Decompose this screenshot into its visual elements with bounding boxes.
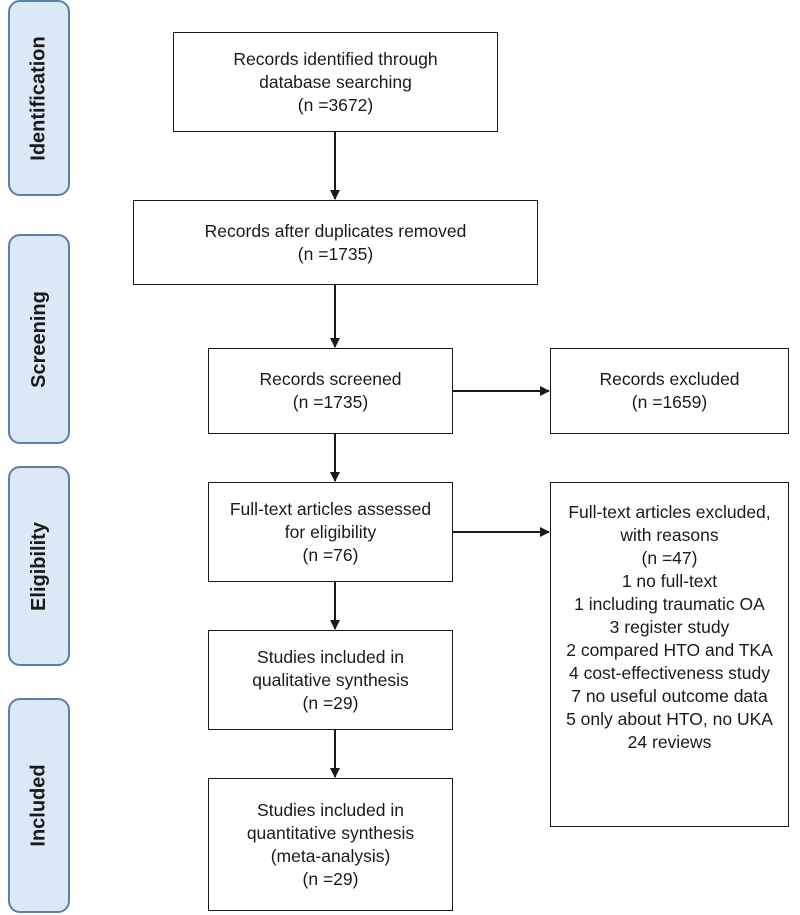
box-duplicates-removed: Records after duplicates removed (n =173… xyxy=(133,200,538,285)
box-fulltext-assessed: Full-text articles assessed for eligibil… xyxy=(208,482,453,582)
text-line: 5 only about HTO, no UKA xyxy=(566,709,773,729)
phase-screening: Screening xyxy=(8,234,70,444)
text-line: Records excluded xyxy=(599,369,740,389)
text-line: 24 reviews xyxy=(627,732,712,752)
text-line: quantitative synthesis xyxy=(246,822,415,843)
box-fulltext-excluded: Full-text articles excluded, with reason… xyxy=(550,482,789,827)
text-line: Records after duplicates removed xyxy=(204,220,467,241)
text-line: (n =47) xyxy=(641,548,698,568)
box-quantitative-synthesis: Studies included in quantitative synthes… xyxy=(208,778,453,911)
text-line: with reasons xyxy=(620,525,719,545)
text-line: Records screened xyxy=(259,369,402,389)
text-line: (n =1735) xyxy=(297,243,374,264)
text-line: 1 no full-text xyxy=(621,571,718,591)
prisma-flow-diagram: Identification Screening Eligibility Inc… xyxy=(8,0,800,915)
text-line: (n =29) xyxy=(302,868,359,889)
phase-included-label: Included xyxy=(27,764,50,847)
text-line: for eligibility xyxy=(284,521,377,542)
text-line: (n =76) xyxy=(302,544,359,565)
text-line: 1 including traumatic OA xyxy=(574,594,765,614)
text-line: 4 cost-effectiveness study xyxy=(568,663,771,683)
text-line: Studies included in xyxy=(257,799,404,820)
text-line: (n =1735) xyxy=(292,392,369,412)
text-line: Records identified through xyxy=(233,48,438,69)
text-line: database searching xyxy=(259,71,412,92)
phase-eligibility: Eligibility xyxy=(8,466,70,666)
text-line: 3 register study xyxy=(609,617,730,637)
phase-eligibility-label: Eligibility xyxy=(27,521,50,611)
text-line: Full-text articles excluded, xyxy=(568,502,771,522)
text-line: 7 no useful outcome data xyxy=(571,686,768,706)
phase-identification-label: Identification xyxy=(27,35,50,161)
phase-identification: Identification xyxy=(8,0,70,196)
box-records-identified: Records identified through database sear… xyxy=(173,32,498,132)
text-line: (n =29) xyxy=(302,692,359,713)
text-line: (n =3672) xyxy=(297,94,374,115)
text-line: Studies included in xyxy=(257,646,404,667)
box-qualitative-synthesis: Studies included in qualitative synthesi… xyxy=(208,630,453,730)
box-records-excluded: Records excluded (n =1659) xyxy=(550,348,789,434)
text-line: (n =1659) xyxy=(631,392,708,412)
phase-screening-label: Screening xyxy=(27,290,50,388)
text-line: 2 compared HTO and TKA xyxy=(566,640,773,660)
box-records-screened: Records screened (n =1735) xyxy=(208,348,453,434)
text-line: Full-text articles assessed xyxy=(229,498,432,519)
phase-included: Included xyxy=(8,698,70,913)
text-line: qualitative synthesis xyxy=(252,669,409,690)
text-line: (meta-analysis) xyxy=(270,845,391,866)
